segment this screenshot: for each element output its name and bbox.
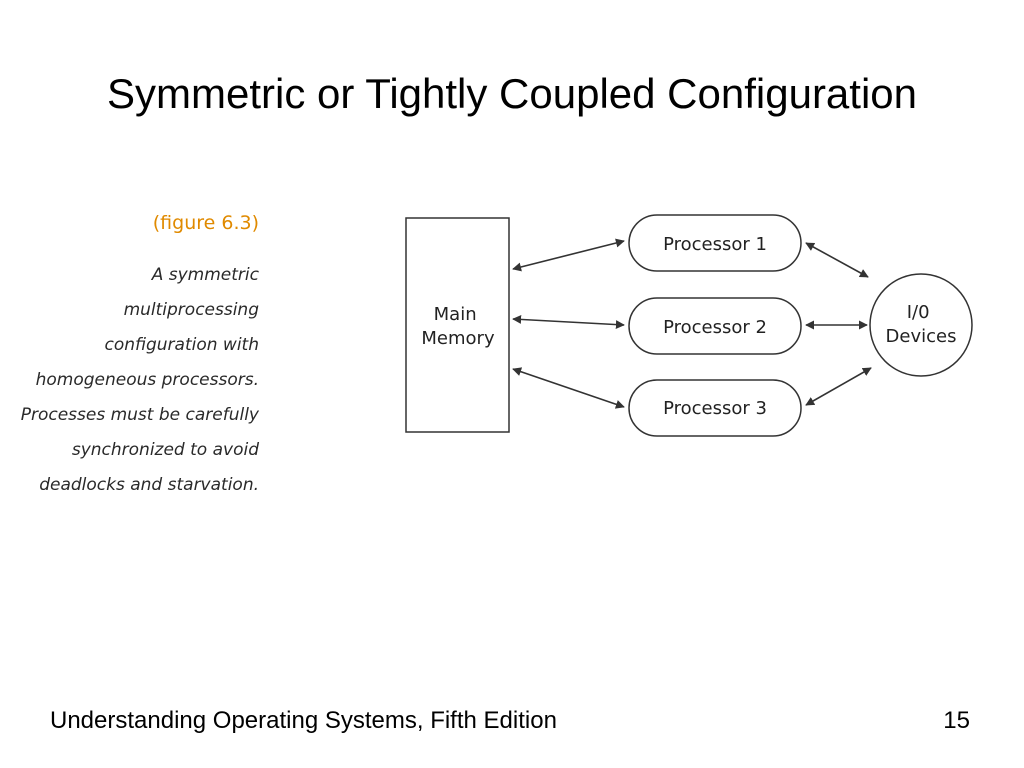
page-number: 15 [943, 707, 970, 734]
memory-processor-3-arrow [512, 367, 625, 409]
main-memory-label: Main Memory [421, 304, 495, 349]
processor-3-io-arrow [805, 367, 872, 406]
processor-2-node [628, 297, 802, 355]
processor-3-node [628, 379, 802, 437]
io-devices-node [869, 273, 973, 377]
caption-line: multiprocessing [123, 300, 259, 320]
processor-1-io-arrow [805, 242, 869, 278]
main-memory-box [405, 217, 510, 433]
caption-line: deadlocks and starvation. [39, 475, 259, 495]
caption-line: homogeneous processors. [35, 370, 259, 390]
main-memory-label-line: Memory [421, 328, 495, 349]
caption-line: Processes must be carefully [20, 405, 259, 425]
processor-1-label: Processor 1 [663, 234, 767, 255]
slide-title: Symmetric or Tightly Coupled Configurati… [106, 70, 918, 117]
processor-3-label: Processor 3 [663, 398, 767, 419]
io-devices-label: I/0 Devices [886, 302, 957, 347]
main-memory-label-line: Main [434, 304, 477, 325]
footer-book-title: Understanding Operating Systems, Fifth E… [50, 707, 557, 734]
io-devices-label-line: Devices [886, 326, 957, 347]
memory-processor-1-arrow [512, 238, 625, 272]
caption-line: synchronized to avoid [71, 440, 259, 460]
caption-line: A symmetric [151, 265, 259, 285]
figure-tag: (figure 6.3) [152, 212, 259, 234]
processor-1-node [628, 214, 802, 272]
figure-caption: A symmetric multiprocessing configuratio… [9, 258, 259, 503]
memory-processor-2-arrow [512, 314, 625, 330]
caption-line: configuration with [104, 335, 259, 355]
smp-diagram: Main Memory Processor 1 Processor 2 Proc… [405, 214, 973, 437]
io-devices-label-line: I/0 [907, 302, 930, 323]
processor-2-label: Processor 2 [663, 317, 767, 338]
